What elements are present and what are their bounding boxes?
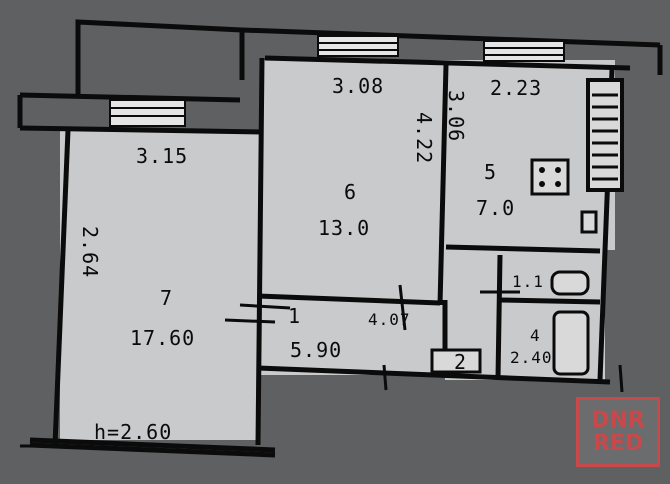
room-6-number: 6 — [344, 180, 358, 204]
dim-room7-top: 3.15 — [136, 144, 189, 168]
room-5-area: 7.0 — [476, 196, 516, 220]
dimension-ticks — [20, 284, 624, 448]
room-7-floor — [60, 130, 260, 440]
ventilation-shaft — [586, 78, 624, 192]
stove-icon — [530, 158, 570, 196]
window-room6 — [317, 35, 399, 57]
toilet-icon — [550, 270, 590, 296]
room-6-area: 13.0 — [318, 216, 371, 240]
outer-walls — [17, 19, 663, 458]
room-3-area: 1.1 — [512, 272, 544, 291]
room-5-number: 5 — [484, 160, 498, 184]
window-room5 — [483, 40, 565, 62]
dim-room6-side: 4.22 — [412, 112, 436, 165]
room-7-area: 17.60 — [130, 326, 196, 350]
sink-icon — [580, 210, 598, 234]
room-6-floor — [260, 60, 445, 305]
watermark-line1: DNR — [591, 407, 645, 433]
room-1-dim: 4.07 — [368, 310, 411, 329]
room-1-number: 1 — [288, 304, 302, 328]
window-room7 — [109, 99, 186, 127]
bathtub-icon — [552, 310, 590, 376]
dim-top-room5: 2.23 — [490, 76, 543, 100]
dim-top-room6: 3.08 — [332, 74, 385, 98]
room-7-number: 7 — [160, 286, 174, 310]
room-4-area: 2.40 — [510, 348, 553, 367]
room-1-area: 5.90 — [290, 338, 343, 362]
cabinet-icon — [430, 348, 482, 374]
watermark-line2: RED — [592, 431, 644, 456]
room-4-number: 4 — [530, 326, 541, 345]
height-note: h=2.60 — [94, 420, 173, 444]
room-2-number: 2 — [454, 350, 468, 374]
watermark-logo: DNR RED — [576, 397, 660, 467]
dim-room7-side: 2.64 — [78, 226, 102, 279]
dim-room5-side: 3.06 — [444, 90, 468, 143]
